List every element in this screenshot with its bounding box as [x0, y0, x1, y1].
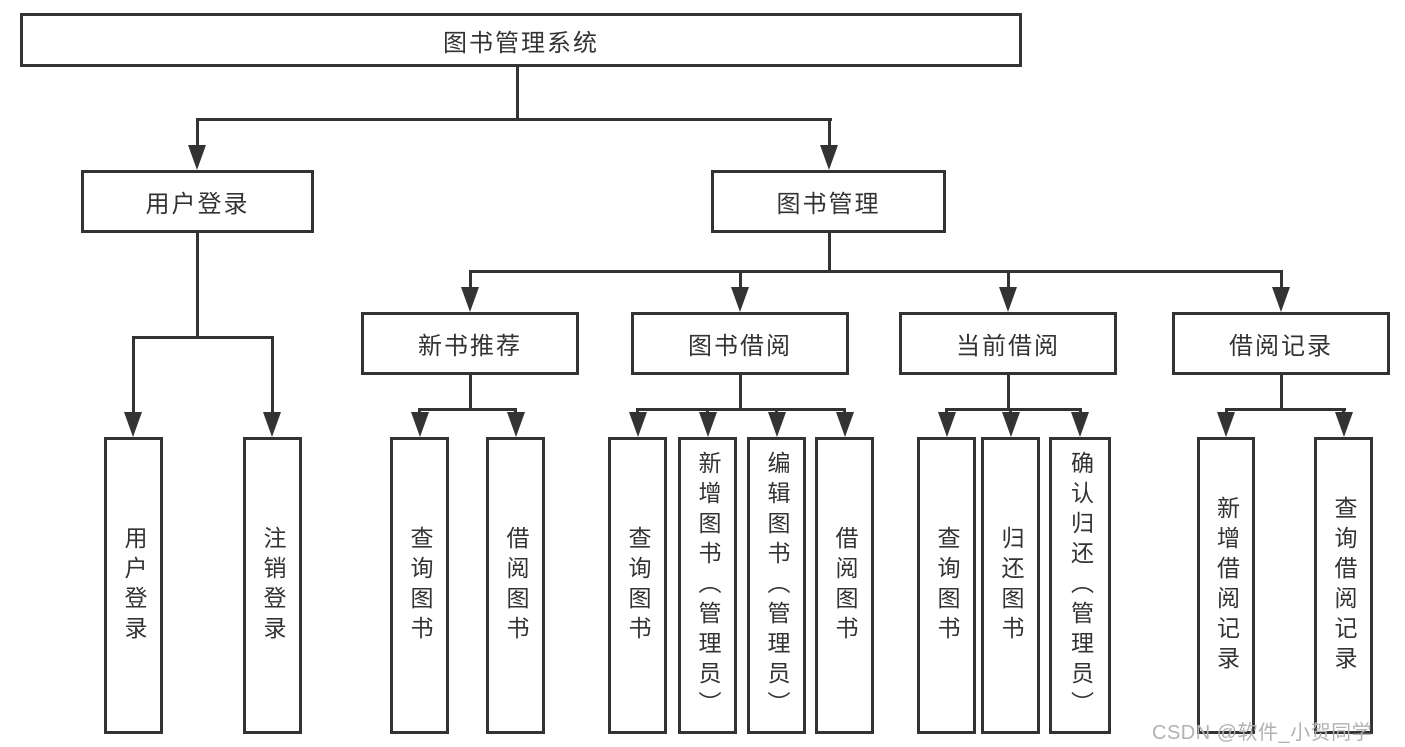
connector-line — [270, 336, 274, 417]
arrowhead-down-icon — [698, 412, 717, 437]
arrowhead-down-icon — [188, 145, 206, 170]
arrowhead-down-icon — [937, 412, 956, 437]
connector-line — [468, 270, 1283, 273]
node-book-management: 图书管理 — [711, 170, 946, 233]
connector-line — [195, 118, 832, 121]
connector-line — [738, 375, 742, 411]
node-borrow-records: 借阅记录 — [1172, 312, 1390, 375]
arrowhead-down-icon — [1334, 412, 1353, 437]
connector-line — [827, 118, 831, 150]
arrowhead-down-icon — [124, 412, 142, 437]
leaf-logout-login: 注销登录 — [243, 437, 302, 734]
connector-line — [131, 336, 274, 339]
node-book-borrow: 图书借阅 — [631, 312, 849, 375]
node-root: 图书管理系统 — [20, 13, 1022, 67]
node-new-book-recommend: 新书推荐 — [361, 312, 579, 375]
arrowhead-down-icon — [1272, 287, 1290, 312]
leaf-edit-book-admin: 编辑图书（管理员） — [747, 437, 806, 734]
connector-line — [1006, 270, 1010, 292]
leaf-return-book: 归还图书 — [981, 437, 1040, 734]
connector-line — [1224, 408, 1346, 411]
arrowhead-down-icon — [506, 412, 525, 437]
connector-line — [418, 408, 517, 411]
arrowhead-down-icon — [628, 412, 647, 437]
leaf-query-books-recommend: 查询图书 — [390, 437, 449, 734]
leaf-query-borrow-record: 查询借阅记录 — [1314, 437, 1373, 734]
leaf-query-books-current: 查询图书 — [917, 437, 976, 734]
arrowhead-down-icon — [835, 412, 854, 437]
connector-line — [515, 67, 519, 121]
arrowhead-down-icon — [1001, 412, 1020, 437]
connector-line — [1279, 270, 1283, 292]
node-user-login: 用户登录 — [81, 170, 314, 233]
connector-line — [738, 270, 742, 292]
arrowhead-down-icon — [731, 287, 749, 312]
connector-line — [827, 233, 831, 273]
arrowhead-down-icon — [461, 287, 479, 312]
leaf-add-borrow-record: 新增借阅记录 — [1197, 437, 1255, 734]
arrowhead-down-icon — [767, 412, 786, 437]
connector-line — [195, 118, 199, 150]
arrowhead-down-icon — [1071, 412, 1089, 437]
connector-line — [468, 270, 472, 292]
connector-line — [1006, 375, 1010, 411]
leaf-add-book-admin: 新增图书（管理员） — [678, 437, 737, 734]
arrowhead-down-icon — [820, 145, 838, 170]
arrowhead-down-icon — [1217, 412, 1235, 437]
arrowhead-down-icon — [410, 412, 429, 437]
connector-line — [468, 375, 472, 411]
leaf-borrow-books-recommend: 借阅图书 — [486, 437, 545, 734]
leaf-borrow-books: 借阅图书 — [815, 437, 874, 734]
leaf-confirm-return-admin: 确认归还（管理员） — [1049, 437, 1111, 734]
connector-line — [131, 336, 135, 417]
arrowhead-down-icon — [263, 412, 281, 437]
leaf-query-books-borrow: 查询图书 — [608, 437, 667, 734]
arrowhead-down-icon — [999, 287, 1017, 312]
connector-line — [1279, 375, 1283, 411]
connector-line — [945, 408, 1082, 411]
connector-line — [636, 408, 846, 411]
node-current-borrow: 当前借阅 — [899, 312, 1117, 375]
leaf-user-login: 用户登录 — [104, 437, 163, 734]
watermark: CSDN @软件_小贺同学 — [1152, 722, 1373, 744]
connector-line — [196, 233, 199, 339]
